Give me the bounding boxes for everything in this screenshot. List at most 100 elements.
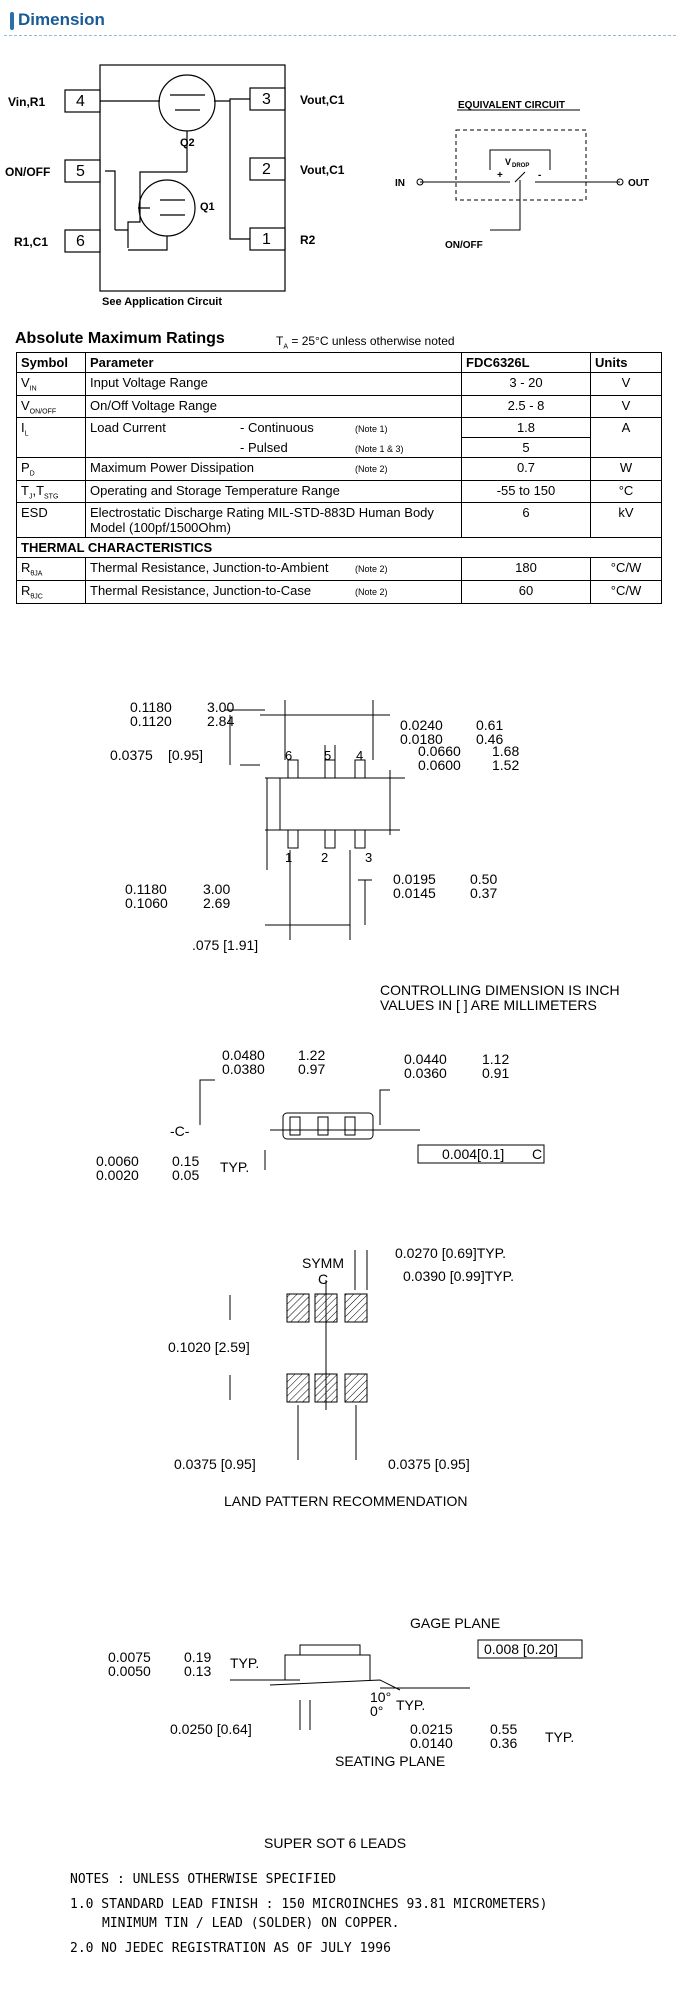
symbol-cell: TJ,TSTG xyxy=(16,479,86,504)
equivalent-box xyxy=(455,129,587,201)
top-width-mm: 3.00 xyxy=(207,699,234,715)
unit-cell: V xyxy=(590,394,662,419)
top-body-in2: 0.0600 xyxy=(418,757,461,773)
lead-thick-in2: 0.0050 xyxy=(108,1663,151,1679)
lead-thick-mm2: 0.13 xyxy=(184,1663,211,1679)
table-row: RθJC Thermal Resistance, Junction-to-Cas… xyxy=(16,579,662,604)
symbol-cell: RθJA xyxy=(16,557,86,581)
unit-cell: °C xyxy=(590,479,662,504)
parameter-text: Thermal Resistance, Junction-to-Case xyxy=(90,582,312,598)
side-standoff-mm: 1.12 xyxy=(482,1051,509,1067)
top-pin-5: 5 xyxy=(324,748,331,763)
lead-thick-typ: TYP. xyxy=(230,1655,259,1671)
side-standoff-in2: 0.0360 xyxy=(404,1065,447,1081)
foot-mm: 0.55 xyxy=(490,1721,517,1737)
header-parameter: Parameter xyxy=(85,352,462,373)
pin-label-5: ON/OFF xyxy=(5,165,50,179)
symbol-sep: ,T xyxy=(32,482,45,498)
flatness: 0.004[0.1] xyxy=(442,1146,504,1162)
side-standoff-mm2: 0.91 xyxy=(482,1065,509,1081)
land-title: LAND PATTERN RECOMMENDATION xyxy=(224,1493,467,1509)
side-height-in2: 0.0380 xyxy=(222,1061,265,1077)
onoff-label: ON/OFF xyxy=(445,240,483,251)
pin-label-4: Vin,R1 xyxy=(8,95,45,109)
unit-cell: kV xyxy=(590,502,662,539)
top-pin-3: 3 xyxy=(365,850,372,865)
parameter-text: Thermal Resistance, Junction-to-Ambient xyxy=(90,560,329,576)
side-height-mm2: 0.97 xyxy=(298,1061,325,1077)
symbol-main: R xyxy=(21,582,31,598)
seating-plane: SEATING PLANE xyxy=(335,1753,445,1769)
top-foot-in2: 0.0145 xyxy=(393,885,436,901)
parameter-cell: Input Voltage Range xyxy=(85,372,462,396)
top-pitch-mm: [0.95] xyxy=(168,747,203,763)
value-cell: 0.7 xyxy=(461,457,591,481)
land-pattern-drawing xyxy=(229,1250,368,1460)
parameter-text: Maximum Power Dissipation xyxy=(90,460,254,476)
foot-length: 0.0250 [0.64] xyxy=(170,1721,252,1737)
symbol-cell: ESD xyxy=(16,502,86,539)
pin-label-6: R1,C1 xyxy=(14,235,48,249)
pin-number-4: 4 xyxy=(76,93,85,110)
unit-cell: °C/W xyxy=(590,579,662,604)
datum-c: -C- xyxy=(170,1123,190,1139)
lead-thick-in: 0.0075 xyxy=(108,1649,151,1665)
parameter-cell: Operating and Storage Temperature Range xyxy=(85,479,462,504)
pin-label-3: Vout,C1 xyxy=(300,93,345,107)
note-1-line-a: 1.0 STANDARD LEAD FINISH : 150 MICROINCH… xyxy=(70,1897,548,1912)
parameter-cell: Maximum Power Dissipation (Note 2) xyxy=(85,457,462,481)
pin-number-5: 5 xyxy=(76,163,85,180)
package-drawings: 0.1180 0.1120 3.00 2.84 0.0375 [0.95] 0.… xyxy=(96,699,620,1851)
top-width-in: 0.1180 xyxy=(130,699,172,715)
unit-cell: V xyxy=(590,372,662,396)
symbol-sub: J xyxy=(28,493,33,501)
angle-typ: TYP. xyxy=(396,1697,425,1713)
symbol-sub: IN xyxy=(29,385,37,393)
top-body-in: 0.0660 xyxy=(418,743,461,759)
value-cell: 5 xyxy=(461,437,591,459)
symbol-cell: RθJC xyxy=(16,579,86,604)
notes-block: NOTES : UNLESS OTHERWISE SPECIFIED 1.0 S… xyxy=(70,1870,547,1958)
parameter-cell: - Pulsed (Note 1 & 3) xyxy=(85,437,462,459)
table-section-row: THERMAL CHARACTERISTICS xyxy=(16,537,662,559)
symbol-cell: IL xyxy=(16,417,86,459)
note-ref: (Note 2) xyxy=(355,586,388,597)
note-ref: (Note 2) xyxy=(355,464,388,475)
load-current-label: Load Current xyxy=(90,420,166,436)
angle-min: 0° xyxy=(370,1703,383,1719)
header-divider xyxy=(4,35,676,36)
pin-label-2: Vout,C1 xyxy=(300,163,345,177)
header-accent-bar xyxy=(10,12,14,30)
pulsed-label: - Pulsed xyxy=(240,439,288,455)
ratings-title: Absolute Maximum Ratings xyxy=(15,330,225,347)
condition-t: T xyxy=(276,334,284,348)
table-row: VIN Input Voltage Range 3 - 20 V xyxy=(16,372,662,396)
top-foot-in: 0.0195 xyxy=(393,871,436,887)
foot-mm2: 0.36 xyxy=(490,1735,517,1751)
top-body-mm: 1.68 xyxy=(492,743,519,759)
symbol-sub: θJC xyxy=(30,593,43,601)
value-cell: 180 xyxy=(461,557,591,581)
header-symbol: Symbol xyxy=(16,352,86,373)
top-pitch-in: 0.0375 xyxy=(110,747,153,763)
thermal-section-title: THERMAL CHARACTERISTICS xyxy=(16,537,662,559)
note-ref: (Note 1 & 3) xyxy=(355,443,404,454)
symbol-sub: L xyxy=(24,430,29,438)
top-width-mm2: 2.84 xyxy=(207,713,234,729)
top-view-drawing xyxy=(225,700,405,940)
foot-typ: TYP. xyxy=(545,1729,574,1745)
value-cell: 2.5 - 8 xyxy=(461,394,591,419)
vdrop-sub: DROP xyxy=(512,163,529,169)
table-row: IL Load Current- Continuous(Note 1) 1.8 … xyxy=(16,417,662,459)
pin-box-5 xyxy=(64,159,101,183)
pitch-right: 0.0375 [0.95] xyxy=(388,1456,470,1472)
foot-in2: 0.0140 xyxy=(410,1735,453,1751)
pin-box-2 xyxy=(249,157,286,181)
symbol-cell: PD xyxy=(16,457,86,481)
side-view-drawing xyxy=(199,1079,420,1170)
symbol-cell: VIN xyxy=(16,372,86,396)
angle-max: 10° xyxy=(370,1689,391,1705)
side-stand-in: 0.0060 xyxy=(96,1153,139,1169)
top-len-mm: 3.00 xyxy=(203,881,230,897)
pin-number-2: 2 xyxy=(262,161,271,178)
